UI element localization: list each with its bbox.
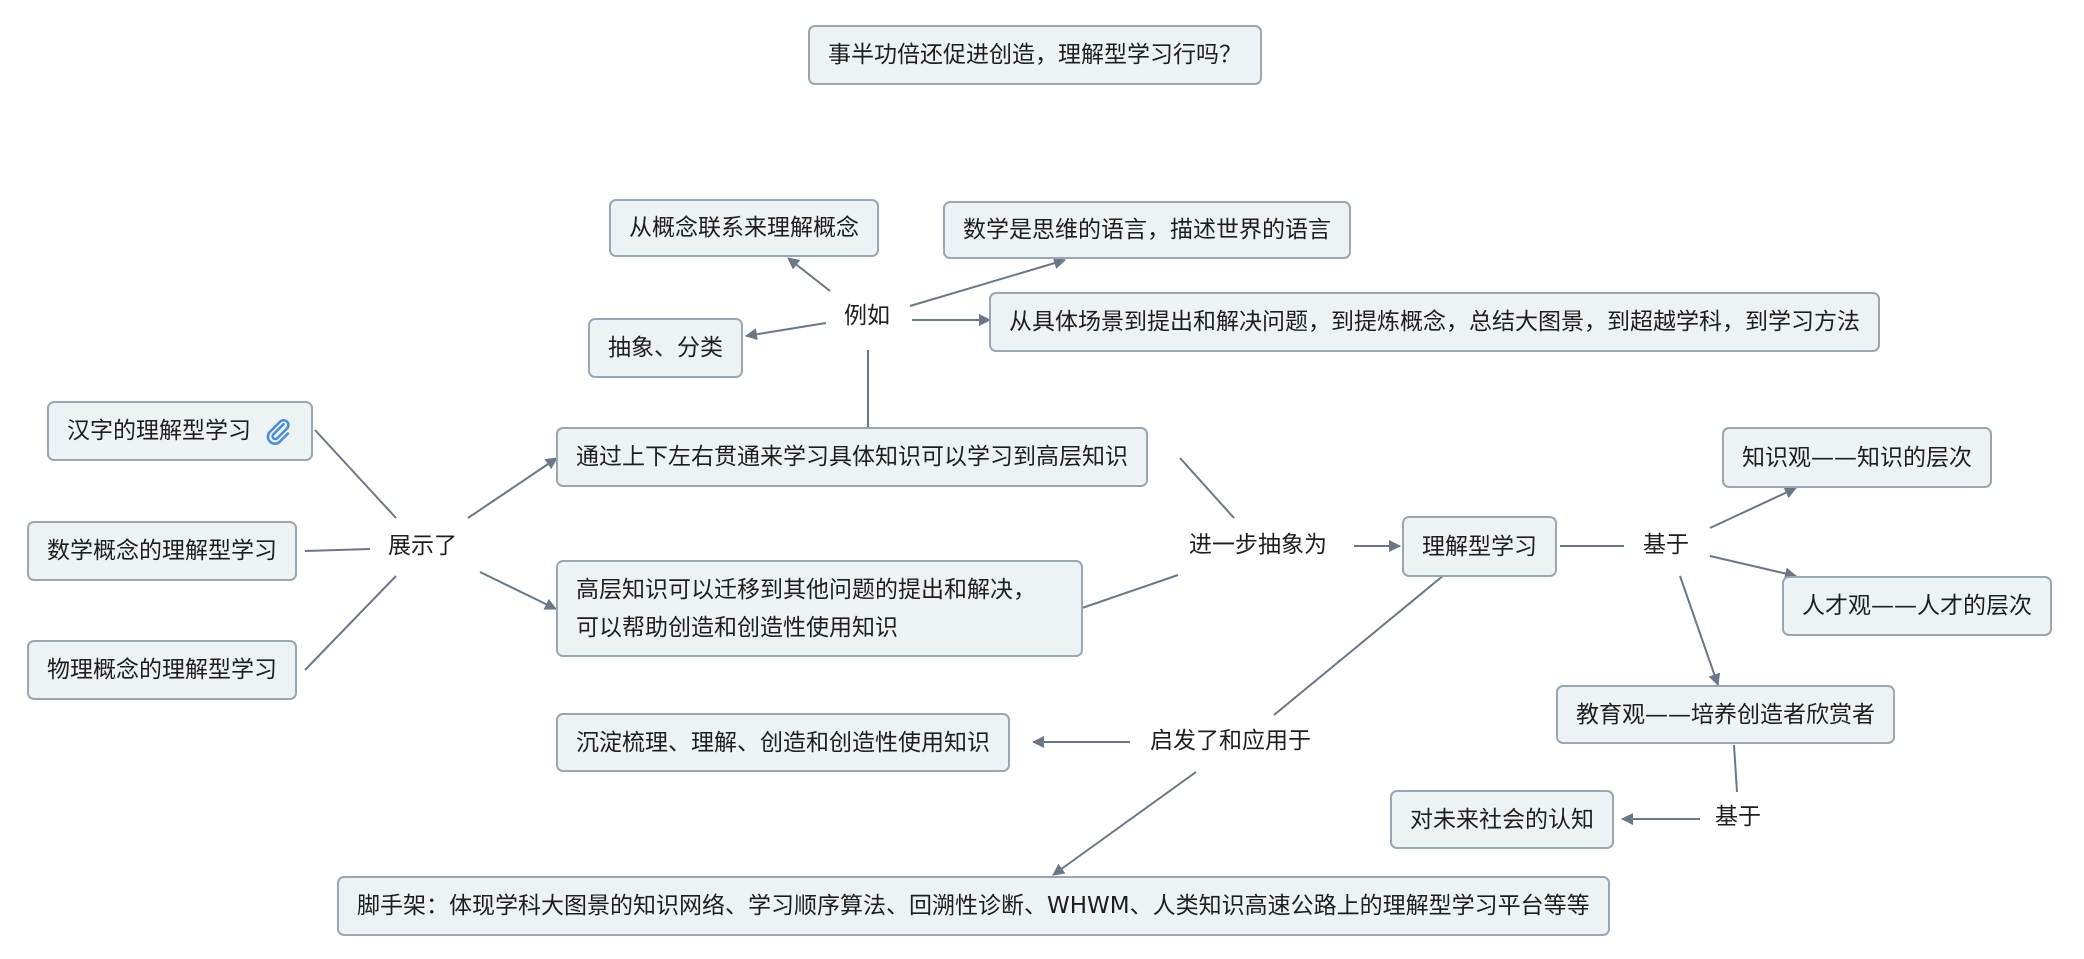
label-further-abstract[interactable]: 进一步抽象为 (1185, 530, 1331, 560)
node-chinese-char[interactable]: 汉字的理解型学习 (47, 401, 313, 461)
node-understanding-learning-label: 理解型学习 (1422, 533, 1537, 560)
edge-math-to-shows (304, 548, 371, 552)
node-physics-concept[interactable]: 物理概念的理解型学习 (27, 640, 297, 700)
node-transfer[interactable]: 高层知识可以迁移到其他问题的提出和解决， 可以帮助创造和创造性使用知识 (556, 560, 1083, 657)
node-scenario-path-label: 从具体场景到提出和解决问题，到提炼概念，总结大图景，到超越学科，到学习方法 (1009, 309, 1860, 335)
edge-example-to-concept-link (787, 257, 831, 292)
node-math-language[interactable]: 数学是思维的语言，描述世界的语言 (943, 201, 1351, 259)
node-math-concept[interactable]: 数学概念的理解型学习 (27, 521, 297, 581)
edge-physics-to-shows (304, 575, 397, 671)
node-sediment-label: 沉淀梳理、理解、创造和创造性使用知识 (576, 729, 990, 756)
label-for-example[interactable]: 例如 (840, 301, 894, 331)
edge-shows-to-connect (467, 457, 558, 519)
node-knowledge-view-label: 知识观——知识的层次 (1742, 444, 1972, 471)
title-text: 事半功倍还促进创造，理解型学习行吗？ (828, 42, 1242, 68)
node-connect-learning-label: 通过上下左右贯通来学习具体知识可以学习到高层知识 (576, 444, 1128, 470)
title-node[interactable]: 事半功倍还促进创造，理解型学习行吗？ (808, 25, 1262, 85)
node-talent-view-label: 人才观——人才的层次 (1802, 593, 2032, 619)
node-education-view[interactable]: 教育观——培养创造者欣赏者 (1556, 685, 1895, 744)
edge-based1-to-knowledge (1709, 487, 1797, 529)
node-math-language-label: 数学是思维的语言，描述世界的语言 (963, 217, 1331, 243)
edge-connect-to-abstract (1179, 457, 1235, 519)
node-scaffold[interactable]: 脚手架：体现学科大图景的知识网络、学习顺序算法、回溯性诊断、WHWM、人类知识高… (337, 876, 1610, 936)
node-transfer-line1: 高层知识可以迁移到其他问题的提出和解决， (576, 576, 1036, 603)
node-concept-link-label: 从概念联系来理解概念 (629, 215, 859, 241)
edge-example-to-math-language (909, 257, 1066, 307)
node-connect-learning[interactable]: 通过上下左右贯通来学习具体知识可以学习到高层知识 (556, 427, 1148, 487)
label-shows[interactable]: 展示了 (384, 531, 461, 561)
edge-education-to-based2 (1733, 744, 1738, 793)
node-knowledge-view[interactable]: 知识观——知识的层次 (1722, 427, 1992, 488)
edge-understanding-to-inspires (1273, 574, 1445, 716)
node-concept-link[interactable]: 从概念联系来理解概念 (609, 199, 879, 257)
edge-inspires-to-scaffold (1052, 771, 1197, 876)
edge-based1-to-education (1679, 575, 1721, 686)
node-math-concept-label: 数学概念的理解型学习 (47, 538, 277, 564)
node-abstract-classify-label: 抽象、分类 (608, 335, 723, 361)
node-education-view-label: 教育观——培养创造者欣赏者 (1576, 701, 1875, 728)
node-future-society[interactable]: 对未来社会的认知 (1390, 790, 1614, 849)
node-talent-view[interactable]: 人才观——人才的层次 (1782, 576, 2052, 636)
edge-example-to-abstract (745, 322, 827, 341)
edge-shows-to-transfer (479, 571, 557, 610)
node-physics-concept-label: 物理概念的理解型学习 (47, 657, 277, 683)
node-transfer-line2: 可以帮助创造和创造性使用知识 (576, 614, 898, 641)
paperclip-icon[interactable] (263, 416, 293, 446)
edge-chinese-to-shows (314, 429, 397, 519)
node-abstract-classify[interactable]: 抽象、分类 (588, 318, 743, 378)
node-sediment[interactable]: 沉淀梳理、理解、创造和创造性使用知识 (556, 713, 1010, 772)
edge-based1-to-talent (1709, 555, 1797, 580)
node-chinese-char-label: 汉字的理解型学习 (67, 418, 251, 444)
node-scenario-path[interactable]: 从具体场景到提出和解决问题，到提炼概念，总结大图景，到超越学科，到学习方法 (989, 292, 1880, 352)
node-understanding-learning[interactable]: 理解型学习 (1402, 516, 1557, 577)
label-inspires[interactable]: 启发了和应用于 (1146, 726, 1315, 756)
node-future-society-label: 对未来社会的认知 (1410, 806, 1594, 833)
label-based-on-1[interactable]: 基于 (1639, 530, 1693, 560)
edge-transfer-to-abstract (1081, 574, 1179, 609)
node-scaffold-label: 脚手架：体现学科大图景的知识网络、学习顺序算法、回溯性诊断、WHWM、人类知识高… (357, 893, 1590, 919)
label-based-on-2[interactable]: 基于 (1711, 802, 1765, 832)
